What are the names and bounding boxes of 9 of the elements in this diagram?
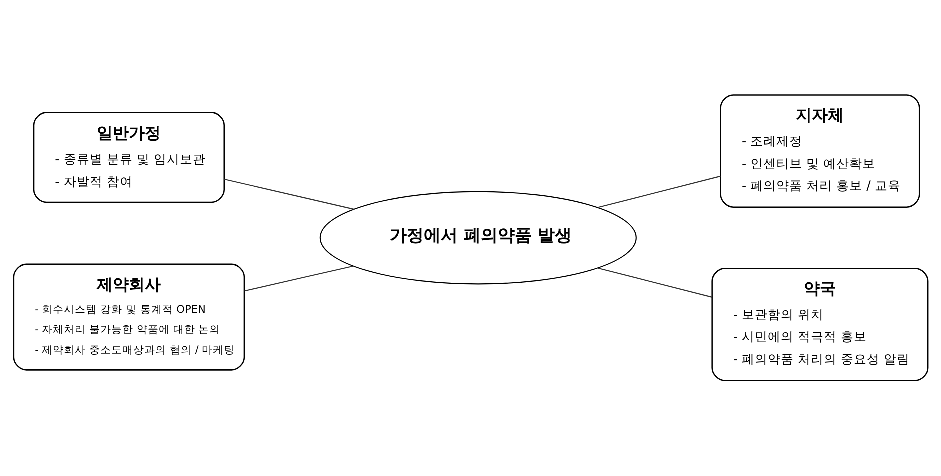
connector xyxy=(224,178,354,210)
node-box: 지자체 - 조례제정 - 인센티브 및 예산확보 - 폐의약품 처리 홍보 / 교육 xyxy=(720,94,920,208)
node-ellipse: 가정에서 폐의약품 발생 xyxy=(319,191,636,285)
node-box: 제약회사 - 회수시스템 강화 및 통계적 OPEN - 자체처리 불가능한 약품에 대한 논의 - 제약회사 중소도매상과의 협의 / 마케팅 xyxy=(12,264,245,371)
connector xyxy=(244,266,353,292)
connector xyxy=(598,176,720,208)
node-box: 약국 - 보관함의 위치 - 시민에의 적극적 홍보 - 폐의약품 처리의 중요성 알림 xyxy=(711,268,928,382)
connector xyxy=(598,268,712,298)
node-box: 일반가정 - 종류별 분류 및 임시보관 - 자발적 참여 xyxy=(32,112,225,204)
